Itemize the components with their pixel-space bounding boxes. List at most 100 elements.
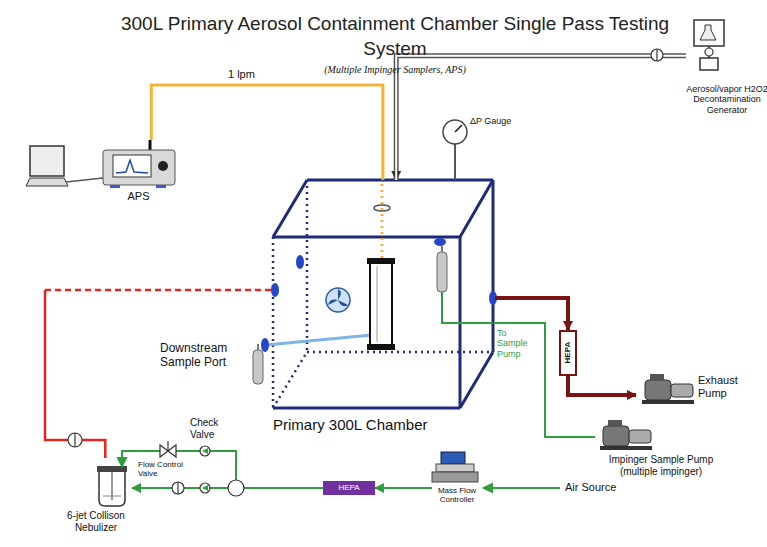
node-label: Mass Flow Controller bbox=[432, 486, 482, 504]
chamber-internals bbox=[442, 292, 493, 323]
laptop-icon bbox=[26, 146, 103, 186]
valve-symbol bbox=[656, 49, 657, 61]
green-supply-branch bbox=[484, 487, 560, 489]
decon-generator bbox=[700, 25, 716, 40]
flow-note: To Sample Pump bbox=[497, 328, 537, 359]
decon-generator bbox=[700, 58, 718, 70]
connector bbox=[495, 298, 568, 330]
node-label: 6-jet Collison Nebulizer bbox=[60, 510, 132, 533]
connector-line bbox=[568, 376, 636, 395]
chamber-internals bbox=[253, 350, 263, 384]
green-supply-branch bbox=[118, 458, 126, 466]
aps-instrument bbox=[113, 155, 151, 177]
chamber-cube bbox=[272, 237, 275, 408]
connector bbox=[151, 85, 383, 180]
chamber-internals bbox=[326, 288, 350, 312]
node-label: Impinger Sample Pump (multiple impinger) bbox=[595, 454, 727, 477]
valve-symbol bbox=[202, 448, 208, 454]
connector bbox=[45, 290, 273, 458]
wall-ports bbox=[434, 238, 446, 246]
valve-symbol bbox=[74, 433, 75, 447]
aps-instrument bbox=[116, 160, 148, 173]
node-label: HEPA bbox=[338, 483, 359, 492]
connector-line bbox=[495, 323, 595, 437]
connector-line bbox=[495, 298, 568, 330]
hepa-filter: HEPA bbox=[559, 330, 577, 376]
mass-flow-controller-icon bbox=[441, 452, 465, 464]
chamber-cube bbox=[492, 180, 495, 352]
decon-generator bbox=[694, 20, 724, 70]
valve-symbol bbox=[200, 446, 210, 456]
connector-line bbox=[375, 487, 432, 489]
decon-generator bbox=[694, 20, 724, 46]
pump-box: Exhaust Pump bbox=[636, 366, 766, 406]
pressure-gauge bbox=[455, 125, 462, 132]
impinger-pump-icon bbox=[600, 420, 652, 450]
valve-symbol bbox=[200, 483, 210, 493]
green-supply-branch bbox=[484, 484, 492, 492]
chamber-cube bbox=[273, 180, 307, 237]
gauge-label: ΔP Gauge bbox=[470, 116, 530, 126]
hepa-filter: HEPA bbox=[323, 481, 375, 495]
chamber-internals bbox=[377, 266, 378, 342]
chamber-cube bbox=[273, 236, 460, 239]
laptop-icon bbox=[30, 146, 64, 176]
wall-ports bbox=[261, 338, 269, 352]
aps-instrument bbox=[103, 150, 175, 185]
connector bbox=[495, 323, 595, 437]
chamber-internals bbox=[441, 246, 443, 252]
instrument-box: APS bbox=[95, 140, 182, 206]
wall-ports bbox=[261, 238, 497, 352]
connector bbox=[568, 376, 636, 395]
chamber-internals bbox=[253, 246, 493, 384]
chamber-internals bbox=[367, 258, 395, 264]
node-label: HEPA bbox=[563, 342, 572, 364]
mass-flow-controller-icon bbox=[436, 464, 474, 472]
impinger-pump-icon bbox=[629, 430, 651, 443]
valve-label: Flow Control Valve bbox=[138, 460, 198, 478]
valve-label: Check Valve bbox=[190, 417, 230, 440]
source-label: Air Source bbox=[565, 481, 635, 494]
diagram-title: 300L Primary Aerosol Containment Chamber… bbox=[120, 12, 670, 61]
port-label: Downstream Sample Port bbox=[160, 342, 250, 370]
chamber-internals bbox=[257, 344, 259, 350]
chamber-cube bbox=[273, 352, 307, 408]
node-label: APS bbox=[95, 190, 182, 203]
impinger-pump-icon bbox=[603, 426, 629, 446]
wall-ports bbox=[271, 283, 279, 297]
subtitle: (Multiple Impinger Samplers, APS) bbox=[250, 64, 540, 76]
valve-symbol bbox=[228, 480, 244, 496]
flow-controller-box: Mass Flow Controller bbox=[432, 450, 482, 512]
nebulizer-box: 6-jet Collison Nebulizer bbox=[60, 458, 132, 545]
connector-line bbox=[45, 290, 105, 458]
chamber-box: Primary 300L Chamber bbox=[273, 180, 495, 440]
chamber-cube bbox=[306, 180, 309, 352]
valve-symbol bbox=[172, 482, 184, 494]
valve-symbol bbox=[202, 485, 208, 491]
aps-instrument bbox=[149, 140, 152, 150]
chamber-internals bbox=[328, 289, 348, 306]
chamber-internals bbox=[367, 344, 395, 350]
exhaust-pump-icon bbox=[671, 384, 693, 397]
valve-symbol bbox=[68, 433, 82, 447]
chamber-cube bbox=[273, 180, 493, 408]
mass-flow-controller-icon bbox=[432, 452, 478, 482]
chamber-internals bbox=[266, 335, 372, 345]
valve-symbol bbox=[705, 48, 713, 56]
exhaust-pump-icon bbox=[642, 400, 694, 404]
nebulizer-jar bbox=[97, 466, 127, 506]
laptop-icon bbox=[66, 178, 103, 182]
edge-label: 1 lpm bbox=[226, 68, 257, 81]
laptop-icon bbox=[26, 178, 68, 186]
exhaust-pump-icon bbox=[650, 374, 664, 381]
valve-symbol bbox=[68, 48, 713, 496]
wall-ports bbox=[296, 255, 304, 269]
chamber-cube bbox=[273, 407, 460, 410]
exhaust-pump-icon bbox=[642, 374, 694, 404]
aps-instrument bbox=[158, 161, 168, 171]
exhaust-pump-icon bbox=[645, 380, 671, 400]
connector-line bbox=[151, 85, 383, 180]
nebulizer-jar bbox=[99, 472, 125, 506]
mass-flow-controller-icon bbox=[432, 472, 478, 482]
